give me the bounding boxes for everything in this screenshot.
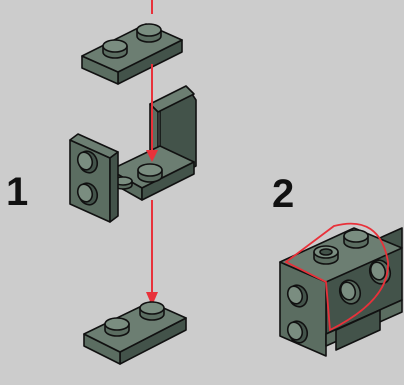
- bracket: [70, 86, 196, 222]
- stud: [137, 24, 161, 42]
- step-2-number: 2: [272, 174, 294, 214]
- bottom-plate: [84, 302, 186, 364]
- top-plate: [82, 24, 182, 84]
- step-1-number: 1: [6, 172, 28, 212]
- stud: [103, 40, 127, 58]
- assembled-brick: [280, 224, 402, 356]
